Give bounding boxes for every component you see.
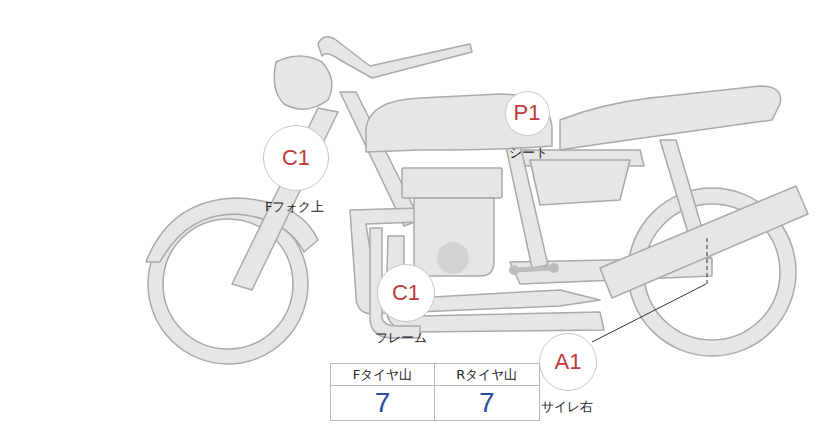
footpeg — [514, 268, 554, 270]
footpeg-end — [549, 263, 559, 273]
engine-cover — [437, 242, 469, 274]
table-header: Fタイヤ山 — [353, 366, 412, 384]
leader-line — [707, 238, 708, 286]
table-cell-box: 7 — [330, 385, 435, 421]
footpeg-end — [509, 265, 519, 275]
table-value: 7 — [479, 387, 495, 419]
side-cover — [530, 160, 630, 205]
seat — [560, 86, 781, 150]
part-label: フレーム — [375, 329, 427, 347]
callout-number: A1 — [539, 333, 597, 391]
muffler — [600, 186, 808, 298]
callout: A1サイレ右 — [539, 333, 597, 411]
cylinder-head — [402, 168, 502, 198]
table-header: Rタイヤ山 — [456, 366, 517, 384]
callout-number: C1 — [263, 125, 329, 191]
engine-block — [414, 198, 494, 276]
callout-number: P1 — [505, 91, 550, 136]
callout: C1Fフォク上 — [263, 125, 329, 211]
headlight — [274, 56, 332, 109]
part-label: シート — [509, 144, 548, 162]
callout-number: C1 — [377, 264, 435, 322]
part-label: サイレ右 — [541, 398, 593, 416]
front-fork — [232, 108, 338, 290]
callout: C1フレーム — [377, 264, 435, 342]
table-value: 7 — [375, 387, 391, 419]
table-cell-box: Fタイヤ山 — [330, 363, 435, 386]
table-cell-box: 7 — [434, 385, 541, 421]
callout: P1シート — [505, 91, 550, 156]
table-cell-box: Rタイヤ山 — [434, 363, 541, 386]
leader-line — [592, 284, 706, 342]
part-label: Fフォク上 — [265, 198, 324, 216]
handlebar — [318, 37, 472, 78]
